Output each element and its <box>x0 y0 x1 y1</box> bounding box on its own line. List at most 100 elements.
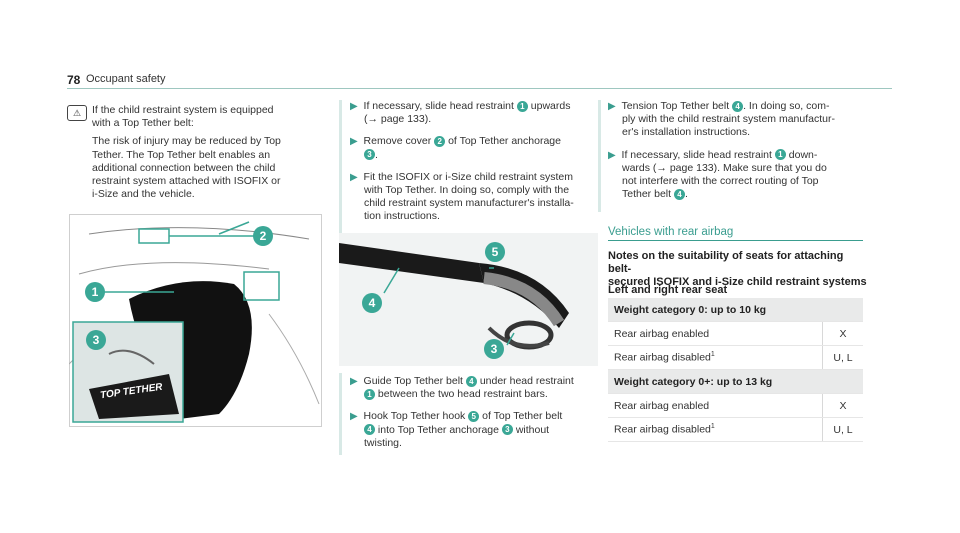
table-row: Rear airbag disabled1 U, L <box>608 345 863 370</box>
table-header-cell: Weight category 0: up to 10 kg <box>608 298 863 322</box>
footnote-marker: 1 <box>710 351 715 359</box>
step-text: . In doing so, com- <box>743 100 830 112</box>
step-text: If necessary, slide head restraint <box>363 100 514 112</box>
seat-heading: Left and right rear seat <box>608 284 728 296</box>
table-cell: Rear airbag enabled <box>608 393 823 418</box>
step-text: into Top Tether anchorage <box>377 423 499 436</box>
child-seat-category-table: Weight category 0: up to 10 kg Rear airb… <box>608 298 863 442</box>
figure2-callout-5: 5 <box>485 242 505 262</box>
step-text: . <box>684 188 688 201</box>
step-arrow-icon: ▶ <box>608 101 616 112</box>
step-text: Tether belt <box>622 188 672 201</box>
step-text: child restraint system manufacturer's in… <box>364 197 574 210</box>
table-row: Rear airbag enabled X <box>608 393 863 418</box>
callout-badge: 4 <box>364 424 375 436</box>
step-item: ▶ Hook Top Tether hook 5 of Top Tether b… <box>350 410 600 423</box>
step-text: Fit the ISOFIX or i-Size child restraint… <box>363 170 574 183</box>
table-header-row: Weight category 0+: up to 13 kg <box>608 369 863 394</box>
top-tether-hook-figure <box>339 233 598 366</box>
callout-badge: 1 <box>364 388 375 400</box>
header-rule <box>67 88 892 89</box>
step-item: ▶ Guide Top Tether belt 4 under head res… <box>350 375 600 388</box>
note-line: with a Top Tether belt: <box>92 117 194 130</box>
callout-badge: 1 <box>774 149 786 161</box>
step-text: of Top Tether belt <box>482 410 563 423</box>
step-text: with Top Tether. In doing so, comply wit… <box>364 184 570 197</box>
step-text: without <box>515 423 550 436</box>
step-text: twisting. <box>364 436 402 449</box>
table-cell-value: X <box>822 393 863 418</box>
section-rule <box>608 240 863 241</box>
steps-top: ▶ If necessary, slide head restraint 1 u… <box>350 100 600 224</box>
figure1-callout-2: 2 <box>253 226 273 246</box>
section-title: Occupant safety <box>86 73 166 85</box>
table-cell-value: U, L <box>822 345 863 370</box>
callout-badge: 4 <box>673 188 685 200</box>
steps-col3: ▶ Tension Top Tether belt 4. In doing so… <box>608 100 868 201</box>
heading-line: secured ISOFIX and i-Size child restrain… <box>608 276 867 289</box>
child-seat-warning-icon: ⚠ <box>67 105 87 121</box>
table-row: Rear airbag enabled X <box>608 321 863 346</box>
step-arrow-icon: ▶ <box>350 101 358 112</box>
step-arrow-icon: ▶ <box>608 149 616 161</box>
step-text: down- <box>788 148 818 161</box>
figure2-callout-4: 4 <box>362 293 382 313</box>
step-text: If necessary, slide head restraint <box>621 148 772 161</box>
step-text: of Top Tether anchorage <box>448 135 561 148</box>
note-body-line: additional connection between the child <box>92 161 276 174</box>
step-bar <box>339 100 342 240</box>
callout-badge: 3 <box>364 149 375 161</box>
page-number: 78 <box>67 73 81 87</box>
step-arrow-icon: ▶ <box>350 411 358 423</box>
step-arrow-icon: ▶ <box>350 171 358 183</box>
step-item: ▶ Fit the ISOFIX or i-Size child restrai… <box>350 171 600 184</box>
table-cell-value: X <box>822 321 863 346</box>
step-text: under head restraint <box>479 375 574 387</box>
table-cell: Rear airbag enabled <box>608 321 823 346</box>
step-item: ▶ Tension Top Tether belt 4. In doing so… <box>608 100 868 113</box>
callout-badge: 3 <box>501 424 513 436</box>
note-body-line: The risk of injury may be reduced by Top <box>92 135 281 148</box>
note-body-line: restraint system attached with ISOFIX or <box>92 175 281 188</box>
suitability-heading: Notes on the suitability of seats for at… <box>608 250 868 290</box>
step-text: Remove cover <box>363 135 432 148</box>
callout-badge: 1 <box>516 100 528 112</box>
step-text: upwards <box>530 100 571 112</box>
note-body-line: Tether. The Top Tether belt enables an <box>92 148 271 161</box>
step-text: Tension Top Tether belt <box>621 100 730 112</box>
step-text: wards (→ page 133). Make sure that you d… <box>622 161 827 174</box>
callout-badge: 4 <box>465 375 477 387</box>
table-row: Rear airbag disabled1 U, L <box>608 417 863 442</box>
step-item: ▶ Remove cover 2 of Top Tether anchorage <box>350 135 600 148</box>
step-arrow-icon: ▶ <box>350 136 358 148</box>
note-block: If the child restraint system is equippe… <box>92 104 322 201</box>
figure1-callout-3: 3 <box>86 330 106 350</box>
step-text: Hook Top Tether hook <box>363 410 466 423</box>
callout-badge: 4 <box>732 100 744 112</box>
steps-bottom: ▶ Guide Top Tether belt 4 under head res… <box>350 375 600 450</box>
top-tether-anchorage-figure <box>69 214 322 427</box>
table-header-row: Weight category 0: up to 10 kg <box>608 298 863 322</box>
step-item: ▶ If necessary, slide head restraint 1 d… <box>608 149 868 162</box>
step-item: ▶ If necessary, slide head restraint 1 u… <box>350 100 600 113</box>
step-bar <box>339 373 342 455</box>
step-bar <box>598 100 601 212</box>
table-cell: Rear airbag disabled1 <box>608 345 823 370</box>
table-cell: Rear airbag disabled1 <box>608 417 823 442</box>
figure2-callout-3: 3 <box>484 339 504 359</box>
note-line: If the child restraint system is equippe… <box>92 104 274 116</box>
callout-badge: 2 <box>434 136 446 148</box>
rear-airbag-section-title: Vehicles with rear airbag <box>608 226 734 238</box>
step-text: tion instructions. <box>364 210 440 223</box>
step-text: not interfere with the correct routing o… <box>622 175 819 188</box>
step-text: . <box>375 148 378 161</box>
footnote-marker: 1 <box>710 423 715 431</box>
step-text: between the two head restraint bars. <box>377 388 548 401</box>
step-text: ply with the child restraint system manu… <box>622 113 835 126</box>
step-arrow-icon: ▶ <box>350 376 358 387</box>
table-cell-value: U, L <box>822 417 863 442</box>
callout-badge: 5 <box>468 411 480 423</box>
step-text: Guide Top Tether belt <box>363 375 463 387</box>
table-header-cell: Weight category 0+: up to 13 kg <box>608 369 863 394</box>
heading-line: Notes on the suitability of seats for at… <box>608 250 844 276</box>
